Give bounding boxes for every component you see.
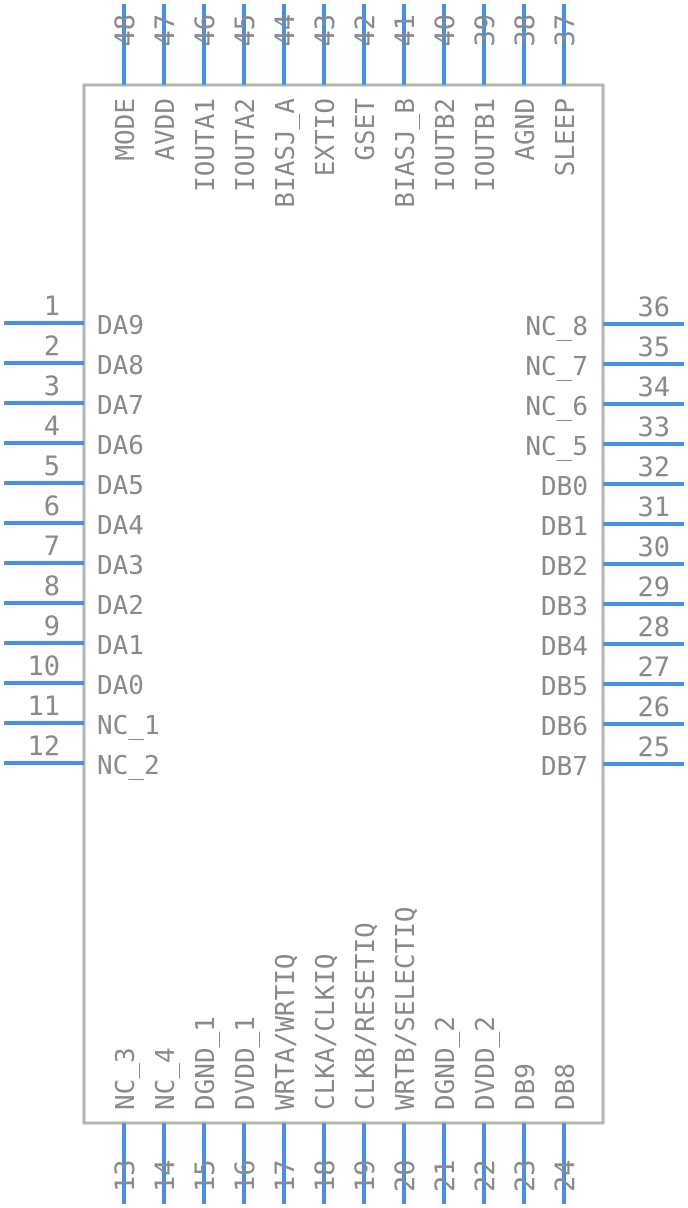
pin-name-38: AGND — [511, 98, 541, 161]
pin-name-5: DA5 — [97, 471, 144, 501]
pin-number-20: 20 — [390, 1159, 421, 1192]
pin-number-28: 28 — [637, 612, 670, 643]
pin-number-38: 38 — [510, 14, 541, 47]
pin-name-27: DB5 — [541, 672, 588, 702]
pin-name-3: DA7 — [97, 391, 144, 421]
pin-number-23: 23 — [510, 1159, 541, 1192]
pin-number-33: 33 — [637, 412, 670, 443]
pin-number-14: 14 — [150, 1159, 181, 1192]
pin-name-41: BIASJ_B — [391, 98, 421, 208]
pin-number-8: 8 — [44, 571, 60, 602]
pin-name-48: MODE — [111, 98, 141, 161]
pin-number-22: 22 — [470, 1159, 501, 1192]
pin-number-25: 25 — [637, 732, 670, 763]
pin-number-34: 34 — [637, 372, 670, 403]
pin-number-30: 30 — [637, 532, 670, 563]
pin-name-33: NC_5 — [525, 432, 588, 462]
pin-number-18: 18 — [310, 1159, 341, 1192]
pin-name-42: GSET — [351, 98, 381, 161]
pin-name-46: IOUTA1 — [191, 98, 221, 192]
pin-name-21: DGND_2 — [431, 1016, 461, 1110]
pin-name-10: DA0 — [97, 671, 144, 701]
ic-body — [82, 83, 605, 1125]
pin-number-4: 4 — [44, 411, 60, 442]
pin-name-11: NC_1 — [97, 711, 160, 741]
pin-number-39: 39 — [470, 14, 501, 47]
pin-number-9: 9 — [44, 611, 60, 642]
pin-name-26: DB6 — [541, 712, 588, 742]
pin-name-28: DB4 — [541, 632, 588, 662]
pin-number-48: 48 — [110, 14, 141, 47]
pin-name-22: DVDD_2 — [471, 1016, 501, 1110]
pin-name-36: NC_8 — [525, 312, 588, 342]
pin-number-31: 31 — [637, 492, 670, 523]
pin-name-39: IOUTB1 — [471, 98, 501, 192]
pin-name-4: DA6 — [97, 431, 144, 461]
pin-name-31: DB1 — [541, 512, 588, 542]
pin-name-7: DA3 — [97, 551, 144, 581]
pin-name-47: AVDD — [151, 98, 181, 161]
pin-number-7: 7 — [44, 531, 60, 562]
pin-number-44: 44 — [270, 14, 301, 47]
pin-name-23: DB9 — [511, 1063, 541, 1110]
pin-number-35: 35 — [637, 332, 670, 363]
pin-name-2: DA8 — [97, 351, 144, 381]
pin-number-17: 17 — [270, 1159, 301, 1192]
pin-number-2: 2 — [44, 331, 60, 362]
pin-number-41: 41 — [390, 14, 421, 47]
pin-number-45: 45 — [230, 14, 261, 47]
pin-number-37: 37 — [550, 14, 581, 47]
pin-number-6: 6 — [44, 491, 60, 522]
pin-name-15: DGND_1 — [191, 1016, 221, 1110]
pin-name-43: EXTIO — [311, 98, 341, 176]
pin-name-9: DA1 — [97, 631, 144, 661]
pin-number-5: 5 — [44, 451, 60, 482]
pin-name-44: BIASJ_A — [271, 98, 301, 208]
pin-number-19: 19 — [350, 1159, 381, 1192]
pin-number-43: 43 — [310, 14, 341, 47]
pin-name-24: DB8 — [551, 1063, 581, 1110]
pin-number-36: 36 — [637, 292, 670, 323]
pin-number-1: 1 — [44, 291, 60, 322]
pin-number-32: 32 — [637, 452, 670, 483]
pin-name-18: CLKA/CLKIQ — [311, 953, 341, 1110]
pin-number-27: 27 — [637, 652, 670, 683]
pin-name-40: IOUTB2 — [431, 98, 461, 192]
pin-number-15: 15 — [190, 1159, 221, 1192]
pin-name-1: DA9 — [97, 311, 144, 341]
pin-number-29: 29 — [637, 572, 670, 603]
pin-name-17: WRTA/WRTIQ — [271, 953, 301, 1110]
pin-number-12: 12 — [27, 731, 60, 762]
pin-name-19: CLKB/RESETIQ — [351, 922, 381, 1110]
pin-number-24: 24 — [550, 1159, 581, 1192]
pin-name-13: NC_3 — [111, 1047, 141, 1110]
pin-number-11: 11 — [27, 691, 60, 722]
pin-name-20: WRTB/SELECTIQ — [391, 907, 421, 1111]
pin-number-40: 40 — [430, 14, 461, 47]
pin-name-29: DB3 — [541, 592, 588, 622]
pin-name-37: SLEEP — [551, 98, 581, 176]
pin-name-45: IOUTA2 — [231, 98, 261, 192]
pin-name-12: NC_2 — [97, 751, 160, 781]
pin-name-34: NC_6 — [525, 392, 588, 422]
pin-number-13: 13 — [110, 1159, 141, 1192]
pin-number-16: 16 — [230, 1159, 261, 1192]
pin-name-32: DB0 — [541, 472, 588, 502]
pin-name-8: DA2 — [97, 591, 144, 621]
pin-name-14: NC_4 — [151, 1047, 181, 1110]
pin-name-35: NC_7 — [525, 352, 588, 382]
pin-number-42: 42 — [350, 14, 381, 47]
pin-number-3: 3 — [44, 371, 60, 402]
pin-name-25: DB7 — [541, 752, 588, 782]
pin-number-26: 26 — [637, 692, 670, 723]
pin-number-46: 46 — [190, 14, 221, 47]
pin-number-21: 21 — [430, 1159, 461, 1192]
pin-number-47: 47 — [150, 14, 181, 47]
pin-name-16: DVDD_1 — [231, 1016, 261, 1110]
pin-name-30: DB2 — [541, 552, 588, 582]
pin-number-10: 10 — [27, 651, 60, 682]
pin-name-6: DA4 — [97, 511, 144, 541]
